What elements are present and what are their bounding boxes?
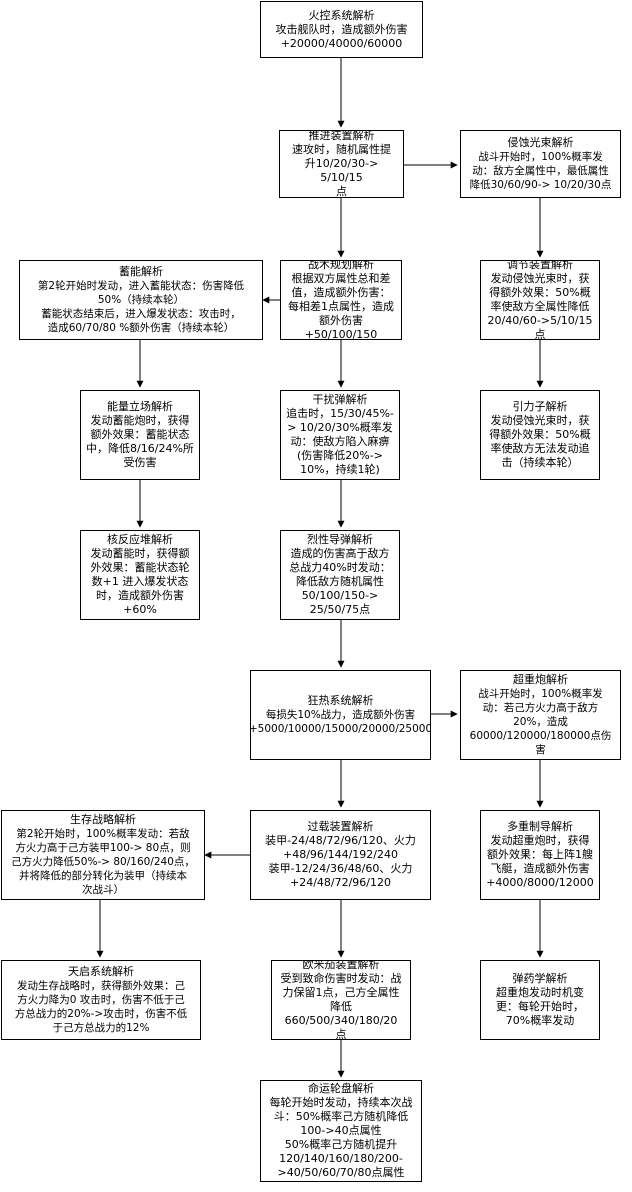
node-desc: 发动超重炮时，获得 额外效果：每上阵1艘 飞艇，造成额外伤害 +4000/800… <box>486 834 594 889</box>
node-desc: 追击时，15/30/45%- > 10/20/30%概率发 动：使敌方陷入麻痹 … <box>286 407 394 476</box>
node-desc: 发动侵蚀光束时，获 得额外效果：50%概 率使敌方无法发动追 击（持续本轮） <box>489 414 591 469</box>
node-zhanshu: 战术规划解析 根据双方属性总和差 值，造成额外伤害： 每相差1点属性，造成 额外… <box>280 260 402 340</box>
node-title: 蓄能解析 <box>119 265 163 278</box>
node-desc: 装甲-24/48/72/96/120、火力 +48/96/144/192/240… <box>265 834 416 889</box>
node-qinshi: 侵蚀光束解析 战斗开始时，100%概率发 动：敌方全属性中，最低属性 降低30/… <box>460 130 621 198</box>
node-desc: 战斗开始时，100%概率发 动：若己方火力高于敌方 20%，造成 60000/1… <box>469 688 612 756</box>
node-danyao: 弹药学解析 超重炮发动时机变 更：每轮开始时， 70%概率发动 <box>480 960 600 1040</box>
node-title: 生存战略解析 <box>70 813 136 826</box>
node-desc: 受到致命伤害时发动：战 力保留1点，己方全属性 降低660/500/340/18… <box>280 972 402 1040</box>
node-nengliang: 能量立场解析 发动蓄能炮时，获得 额外效果：蓄能状态 中，降低8/16/24%所… <box>80 390 200 480</box>
node-tiaojie: 调节装置解析 发动侵蚀光束时，获 得额外效果：50%概 率使敌方全属性降低 20… <box>480 260 600 340</box>
node-desc: 战斗开始时，100%概率发 动：敌方全属性中，最低属性 降低30/60/90->… <box>469 151 612 191</box>
node-title: 天启系统解析 <box>68 965 134 978</box>
node-title: 推进装置解析 <box>308 130 375 142</box>
node-chaozhongpao: 超重炮解析 战斗开始时，100%概率发 动：若己方火力高于敌方 20%，造成 6… <box>460 670 621 760</box>
node-title: 引力子解析 <box>512 400 568 413</box>
node-desc: 攻击舰队时，造成额外伤害 +20000/40000/60000 <box>275 22 408 50</box>
node-title: 欧米茄装置解析 <box>302 960 380 971</box>
node-desc: 超重炮发动时机变 更：每轮开始时， 70%概率发动 <box>496 986 584 1027</box>
node-desc: 发动蓄能时，获得额 外效果：蓄能状态轮 数+1 进入爆发状态 时，造成额外伤害 … <box>90 547 190 616</box>
node-desc: 每损失10%战力，造成额外伤害 +5000/10000/15000/20000/… <box>250 709 431 735</box>
node-title: 过载装置解析 <box>307 820 374 833</box>
node-desc: 根据双方属性总和差 值，造成额外伤害： 每相差1点属性，造成 额外伤害+50/1… <box>288 272 394 340</box>
node-yinlizi: 引力子解析 发动侵蚀光束时，获 得额外效果：50%概 率使敌方无法发动追 击（持… <box>480 390 600 480</box>
node-desc: 第2轮开始时，100%概率发动：若敌 方火力高于己方装甲100-> 80点，则 … <box>11 828 195 896</box>
node-desc: 速攻时，随机属性提 升10/20/30-> 5/10/15 点 <box>292 143 391 198</box>
node-tuijin: 推进装置解析 速攻时，随机属性提 升10/20/30-> 5/10/15 点 <box>279 130 404 198</box>
node-title: 命运轮盘解析 <box>308 1082 374 1095</box>
node-desc: 第2轮开始时发动，进入蓄能状态：伤害降低 50%（持续本轮） 蓄能状态结束后，进… <box>37 280 245 334</box>
node-ganrao: 干扰弹解析 追击时，15/30/45%- > 10/20/30%概率发 动：使敌… <box>280 390 400 480</box>
node-hefanying: 核反应堆解析 发动蓄能时，获得额 外效果：蓄能状态轮 数+1 进入爆发状态 时，… <box>80 530 200 620</box>
node-shengcun: 生存战略解析 第2轮开始时，100%概率发动：若敌 方火力高于己方装甲100->… <box>1 810 205 900</box>
node-title: 多重制导解析 <box>507 820 573 833</box>
node-title: 干扰弹解析 <box>312 393 368 406</box>
node-oumijia: 欧米茄装置解析 受到致命伤害时发动：战 力保留1点，己方全属性 降低660/50… <box>271 960 411 1040</box>
node-title: 狂热系统解析 <box>307 694 374 707</box>
node-desc: 发动侵蚀光束时，获 得额外效果：50%概 率使敌方全属性降低 20/40/60-… <box>487 272 593 340</box>
node-title: 烈性导弹解析 <box>307 533 373 546</box>
node-desc: 每轮开始时发动，持续本次战 斗：50%概率己方随机降低 100->40点属性 5… <box>269 1096 413 1179</box>
node-title: 战术规划解析 <box>308 260 374 271</box>
node-guozai: 过载装置解析 装甲-24/48/72/96/120、火力 +48/96/144/… <box>250 810 431 900</box>
node-desc: 发动生存战略时，获得额外效果：己 方火力降为0 攻击时，伤害不低于己 方总战力的… <box>14 980 188 1034</box>
node-mingyun: 命运轮盘解析 每轮开始时发动，持续本次战 斗：50%概率己方随机降低 100->… <box>260 1080 422 1182</box>
node-duochong: 多重制导解析 发动超重炮时，获得 额外效果：每上阵1艘 飞艇，造成额外伤害 +4… <box>480 810 600 900</box>
node-desc: 发动蓄能炮时，获得 额外效果：蓄能状态 中，降低8/16/24%所 受伤害 <box>86 414 194 469</box>
node-liexing: 烈性导弹解析 造成的伤害高于敌方 总战力40%时发动： 降低敌方随机属性 50/… <box>280 530 400 620</box>
node-title: 侵蚀光束解析 <box>507 136 574 149</box>
node-tianqi: 天启系统解析 发动生存战略时，获得额外效果：己 方火力降为0 攻击时，伤害不低于… <box>1 960 201 1040</box>
node-title: 超重炮解析 <box>513 673 568 686</box>
node-desc: 造成的伤害高于敌方 总战力40%时发动： 降低敌方随机属性 50/100/150… <box>289 547 391 616</box>
node-title: 火控系统解析 <box>308 8 375 22</box>
node-title: 核反应堆解析 <box>107 533 173 546</box>
node-title: 调节装置解析 <box>507 260 573 271</box>
node-title: 能量立场解析 <box>107 400 173 413</box>
node-kuangre: 狂热系统解析 每损失10%战力，造成额外伤害 +5000/10000/15000… <box>250 670 431 760</box>
node-title: 弹药学解析 <box>512 972 568 985</box>
node-huokong: 火控系统解析 攻击舰队时，造成额外伤害 +20000/40000/60000 <box>260 1 423 58</box>
node-xuneng: 蓄能解析 第2轮开始时发动，进入蓄能状态：伤害降低 50%（持续本轮） 蓄能状态… <box>19 260 263 340</box>
